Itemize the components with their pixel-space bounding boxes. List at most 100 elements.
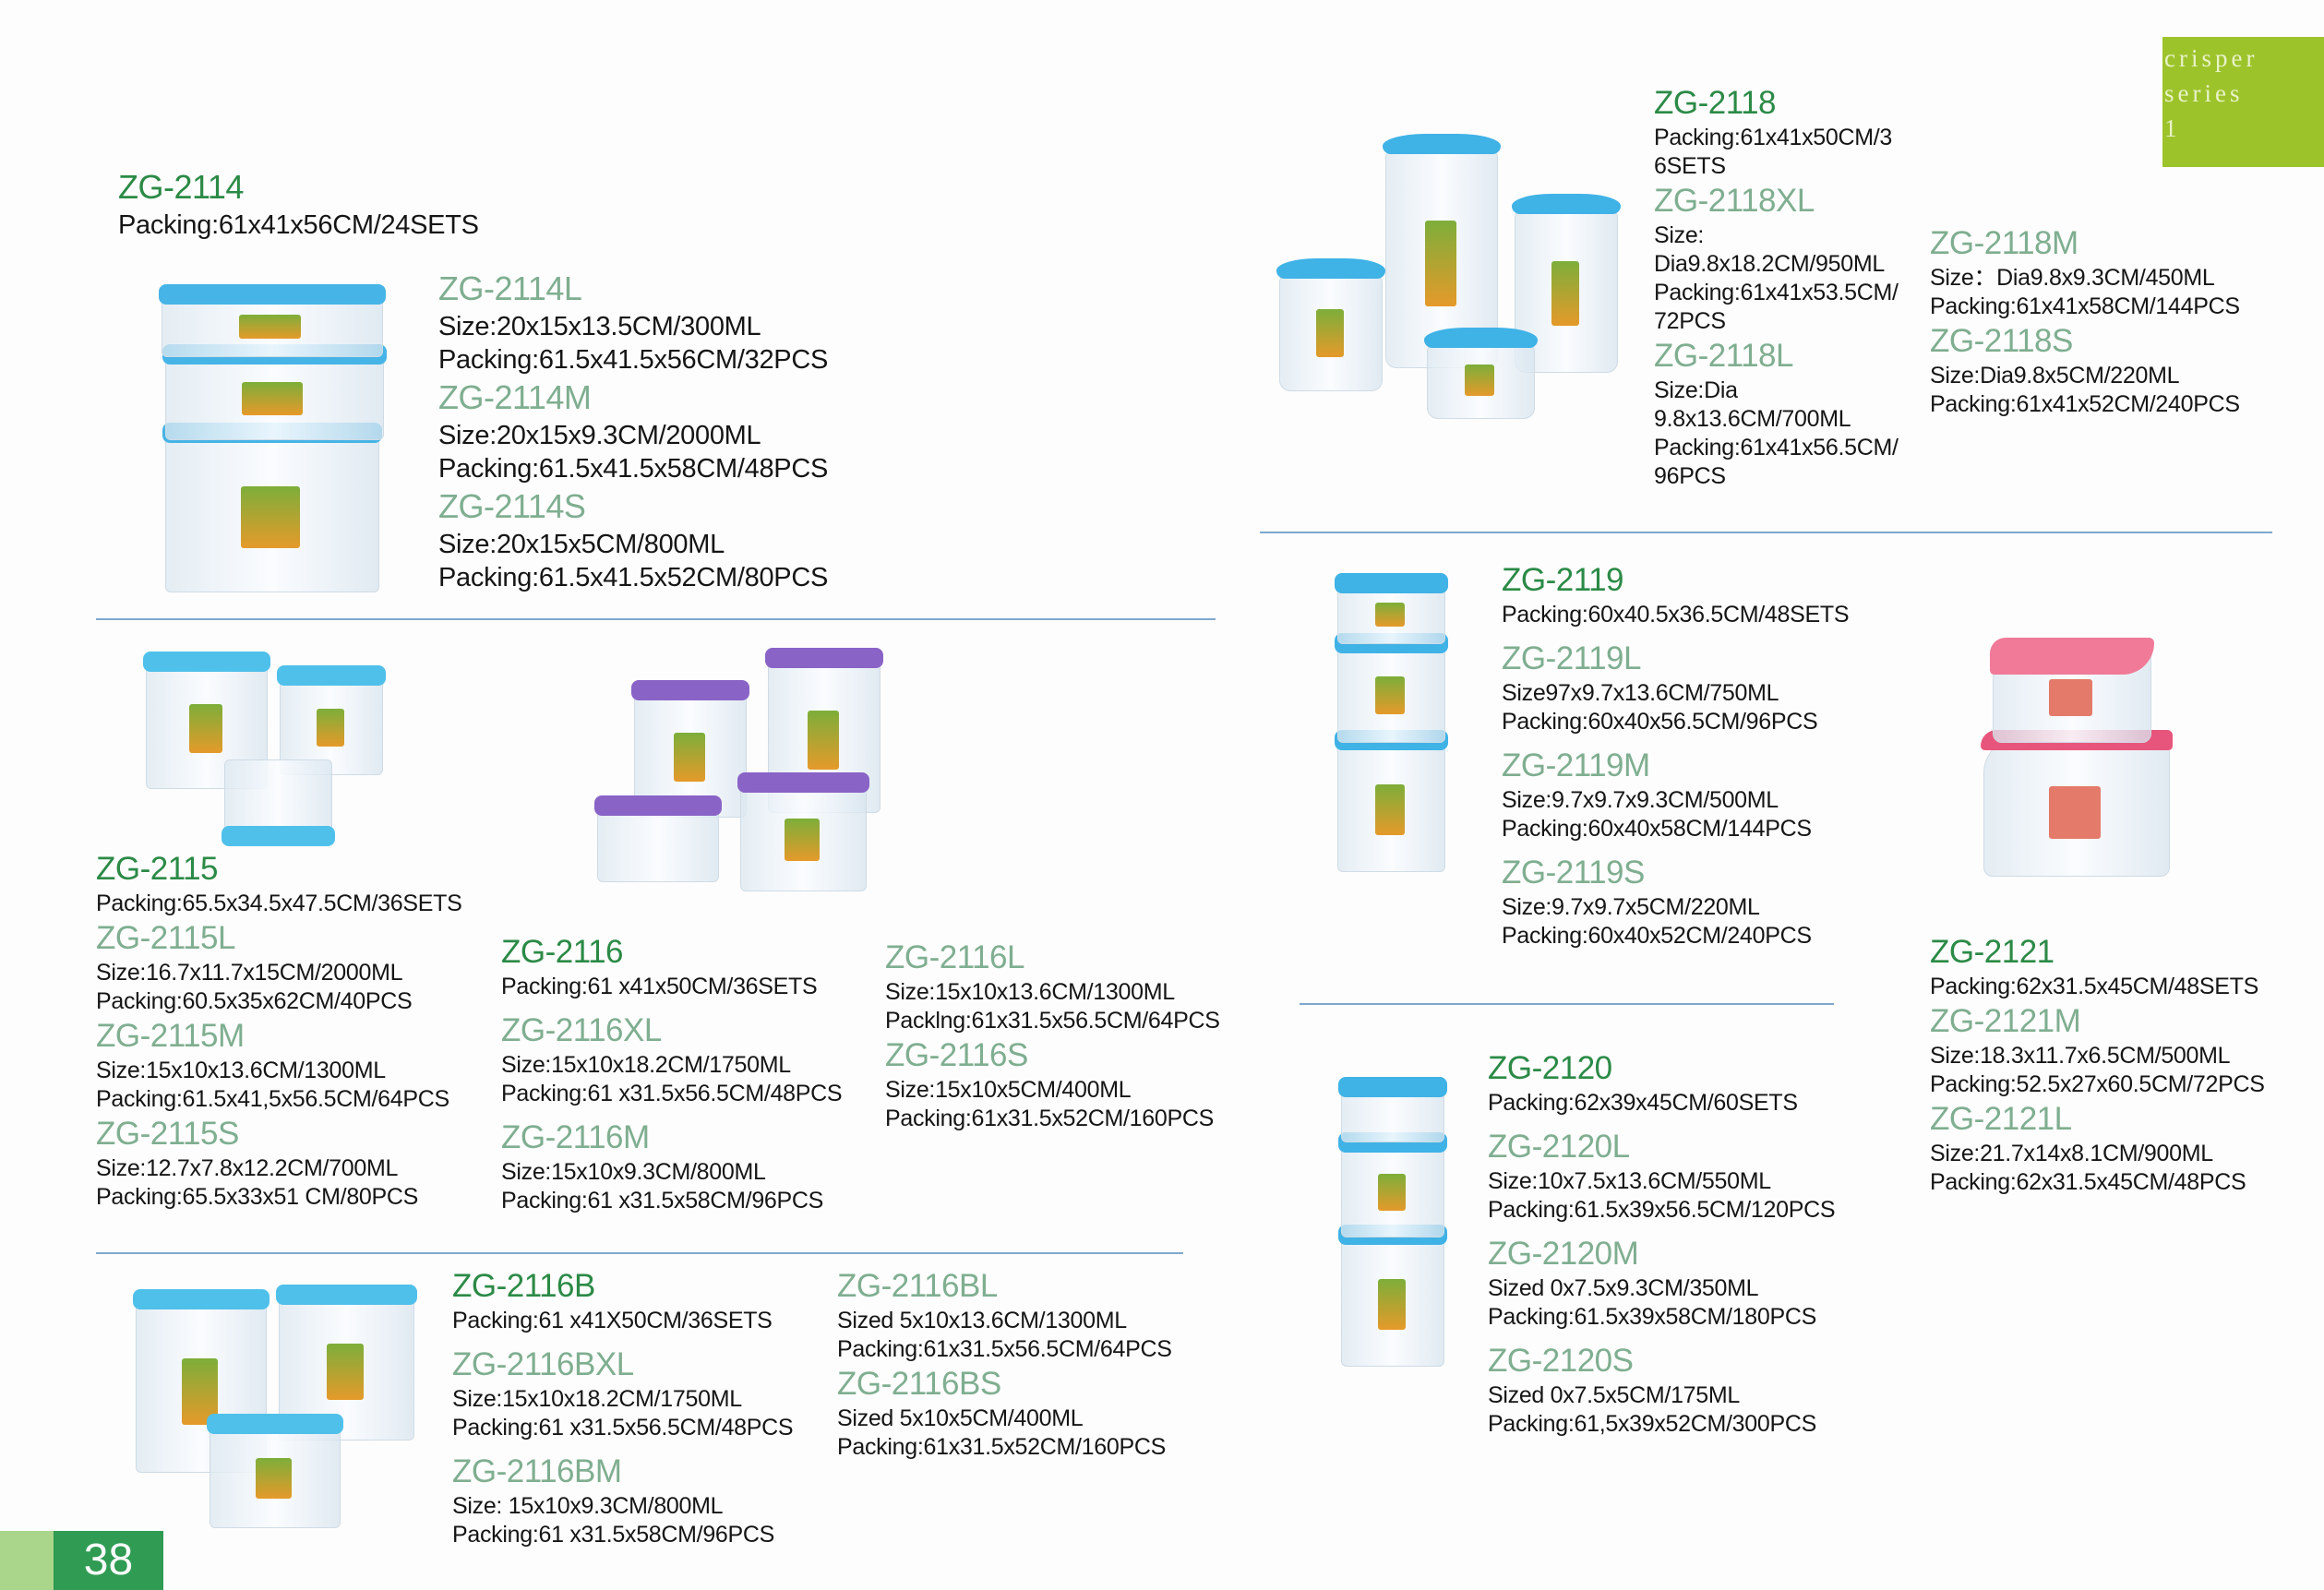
spec-line: 96PCS (1654, 463, 1726, 489)
spec-line: Packing:61 x31.5x56.5CM/48PCS (452, 1415, 794, 1441)
spec-line: Packing:65.5x33x51 CM/80PCS (96, 1184, 419, 1210)
spec-line: Packing:61.5x41.5x56CM/32PCS (438, 345, 829, 375)
spec-line: Size:18.3x11.7x6.5CM/500ML (1930, 1043, 2231, 1069)
model-heading: ZG-2118 (1654, 85, 1777, 121)
product-zg-2116-variants: ZG-2116L Size:15x10x13.6CM/1300ML Packlng:… (885, 938, 1220, 1133)
variant-heading: ZG-2120M (1488, 1236, 1639, 1272)
model-heading: ZG-2114 (118, 168, 244, 206)
product-photo-zg-2121 (1979, 630, 2173, 882)
spec-line: Packing:60x40x58CM/144PCS (1502, 816, 1812, 842)
variant-heading: ZG-2118M (1930, 225, 2078, 261)
model-heading: ZG-2119 (1502, 562, 1624, 598)
spec-line: Packing:60.5x35x62CM/40PCS (96, 988, 413, 1014)
variant-heading: ZG-2115M (96, 1018, 245, 1054)
page-number: 38 (54, 1531, 163, 1590)
product-photo-zg-2120 (1334, 1074, 1454, 1371)
spec-line: Size:16.7x11.7x15CM/2000ML (96, 960, 403, 986)
spec-line: Size:9.7x9.7x9.3CM/500ML (1502, 787, 1779, 813)
product-zg-2116b-variants: ZG-2116BL Sized 5x10x13.6CM/1300ML Packing… (837, 1266, 1172, 1462)
series-tab-line1: crisper (2164, 44, 2258, 72)
spec-line: Size: (1654, 222, 1705, 248)
product-photo-zg-2118 (1275, 126, 1625, 424)
spec-line: Size:20x15x9.3CM/2000ML (438, 421, 761, 450)
spec-line: Packing:61x41x52CM/240PCS (1930, 391, 2240, 417)
variant-heading: ZG-2118S (1930, 323, 2073, 359)
spec-line: Packing:61.5x41.5x58CM/48PCS (438, 454, 829, 484)
variant-heading: ZG-2116XL (501, 1012, 662, 1048)
spec-line: Packing:62x31.5x45CM/48PCS (1930, 1169, 2246, 1195)
spec-line: Size:15x10x5CM/400ML (885, 1077, 1132, 1103)
model-heading: ZG-2116B (452, 1268, 595, 1304)
spec-line: Packing:61x41x56.5CM/ (1654, 435, 1899, 460)
spec-line: Packing:60x40x56.5CM/96PCS (1502, 709, 1818, 735)
spec-line: Packing:61.5x41,5x56.5CM/64PCS (96, 1086, 449, 1112)
spec-line: Packing:61,5x39x52CM/300PCS (1488, 1411, 1816, 1437)
spec-line: Sized 0x7.5x5CM/175ML (1488, 1382, 1741, 1408)
spec-line: Size:15x10x18.2CM/1750ML (501, 1052, 791, 1078)
variant-heading: ZG-2114S (438, 487, 586, 525)
spec-line: Size:10x7.5x13.6CM/550ML (1488, 1168, 1771, 1194)
variant-heading: ZG-2116BL (837, 1268, 998, 1304)
model-heading: ZG-2121 (1930, 934, 2054, 970)
variant-heading: ZG-2115S (96, 1116, 239, 1152)
page-number-accent (0, 1531, 54, 1590)
spec-line: Packing:61 x31.5x58CM/96PCS (452, 1522, 775, 1548)
divider (96, 618, 1216, 620)
spec-line: Size:12.7x7.8x12.2CM/700ML (96, 1155, 399, 1181)
spec-line: Sized 5x10x13.6CM/1300ML (837, 1308, 1127, 1333)
product-photo-zg-2115 (141, 649, 390, 846)
variant-heading: ZG-2116S (885, 1037, 1028, 1073)
product-photo-zg-2116 (593, 640, 886, 897)
spec-line: Size:21.7x14x8.1CM/900ML (1930, 1141, 2213, 1166)
spec-line: Size:15x10x9.3CM/800ML (501, 1159, 766, 1185)
spec-line: Sized 0x7.5x9.3CM/350ML (1488, 1275, 1759, 1301)
spec-line: 72PCS (1654, 308, 1726, 334)
spec-line: Packing:61 x41X50CM/36SETS (452, 1308, 773, 1333)
spec-line: Packing:61.5x41.5x52CM/80PCS (438, 563, 829, 592)
spec-line: Size:15x10x13.6CM/1300ML (96, 1058, 386, 1083)
spec-line: Size:20x15x13.5CM/300ML (438, 312, 761, 341)
model-heading: ZG-2120 (1488, 1050, 1612, 1086)
spec-line: Packing:62x39x45CM/60SETS (1488, 1090, 1798, 1116)
spec-line: Sized 5x10x5CM/400ML (837, 1405, 1084, 1431)
spec-line: Size:15x10x13.6CM/1300ML (885, 979, 1175, 1005)
spec-line: Packlng:61x31.5x56.5CM/64PCS (885, 1008, 1220, 1034)
spec-line: Size:9.7x9.7x5CM/220ML (1502, 894, 1760, 920)
product-photo-zg-2116b (126, 1282, 419, 1535)
spec-line: Packing:62x31.5x45CM/48SETS (1930, 974, 2258, 999)
variant-heading: ZG-2121L (1930, 1101, 2072, 1137)
divider (96, 1252, 1183, 1254)
spec-line: Packing:61x41x58CM/144PCS (1930, 293, 2240, 319)
spec-line: Packing:61x31.5x52CM/160PCS (837, 1434, 1166, 1460)
spec-line: Size：Dia9.8x9.3CM/450ML (1930, 265, 2215, 291)
series-tab-line2: series (2164, 79, 2244, 107)
variant-heading: ZG-2116BM (452, 1453, 622, 1489)
spec-line: Size:Dia9.8x5CM/220ML (1930, 363, 2180, 389)
model-heading: ZG-2115 (96, 851, 219, 887)
spec-line: Size:Dia (1654, 377, 1738, 403)
variant-heading: ZG-2116BXL (452, 1346, 634, 1382)
spec-line: Size:15x10x18.2CM/1750ML (452, 1386, 742, 1412)
model-heading: ZG-2116 (501, 934, 624, 970)
series-tab: crisper series 1 (2162, 37, 2324, 167)
spec-line: Packing:61 x31.5x58CM/96PCS (501, 1188, 824, 1213)
variant-heading: ZG-2120L (1488, 1129, 1630, 1165)
spec-line: Size: 15x10x9.3CM/800ML (452, 1493, 724, 1519)
variant-heading: ZG-2116L (885, 939, 1024, 975)
spec-line: Packing:52.5x27x60.5CM/72PCS (1930, 1071, 2265, 1097)
spec-line: Packing:61.5x39x56.5CM/120PCS (1488, 1197, 1836, 1223)
spec-line: Dia9.8x18.2CM/950ML (1654, 251, 1885, 277)
spec-line: Packing:61x41x56CM/24SETS (118, 210, 479, 240)
variant-heading: ZG-2118L (1654, 338, 1793, 374)
spec-line: Packing:61x41x53.5CM/ (1654, 280, 1899, 305)
spec-line: Packing:61x31.5x56.5CM/64PCS (837, 1336, 1172, 1362)
spec-line: Packing:61.5x39x58CM/180PCS (1488, 1304, 1816, 1330)
